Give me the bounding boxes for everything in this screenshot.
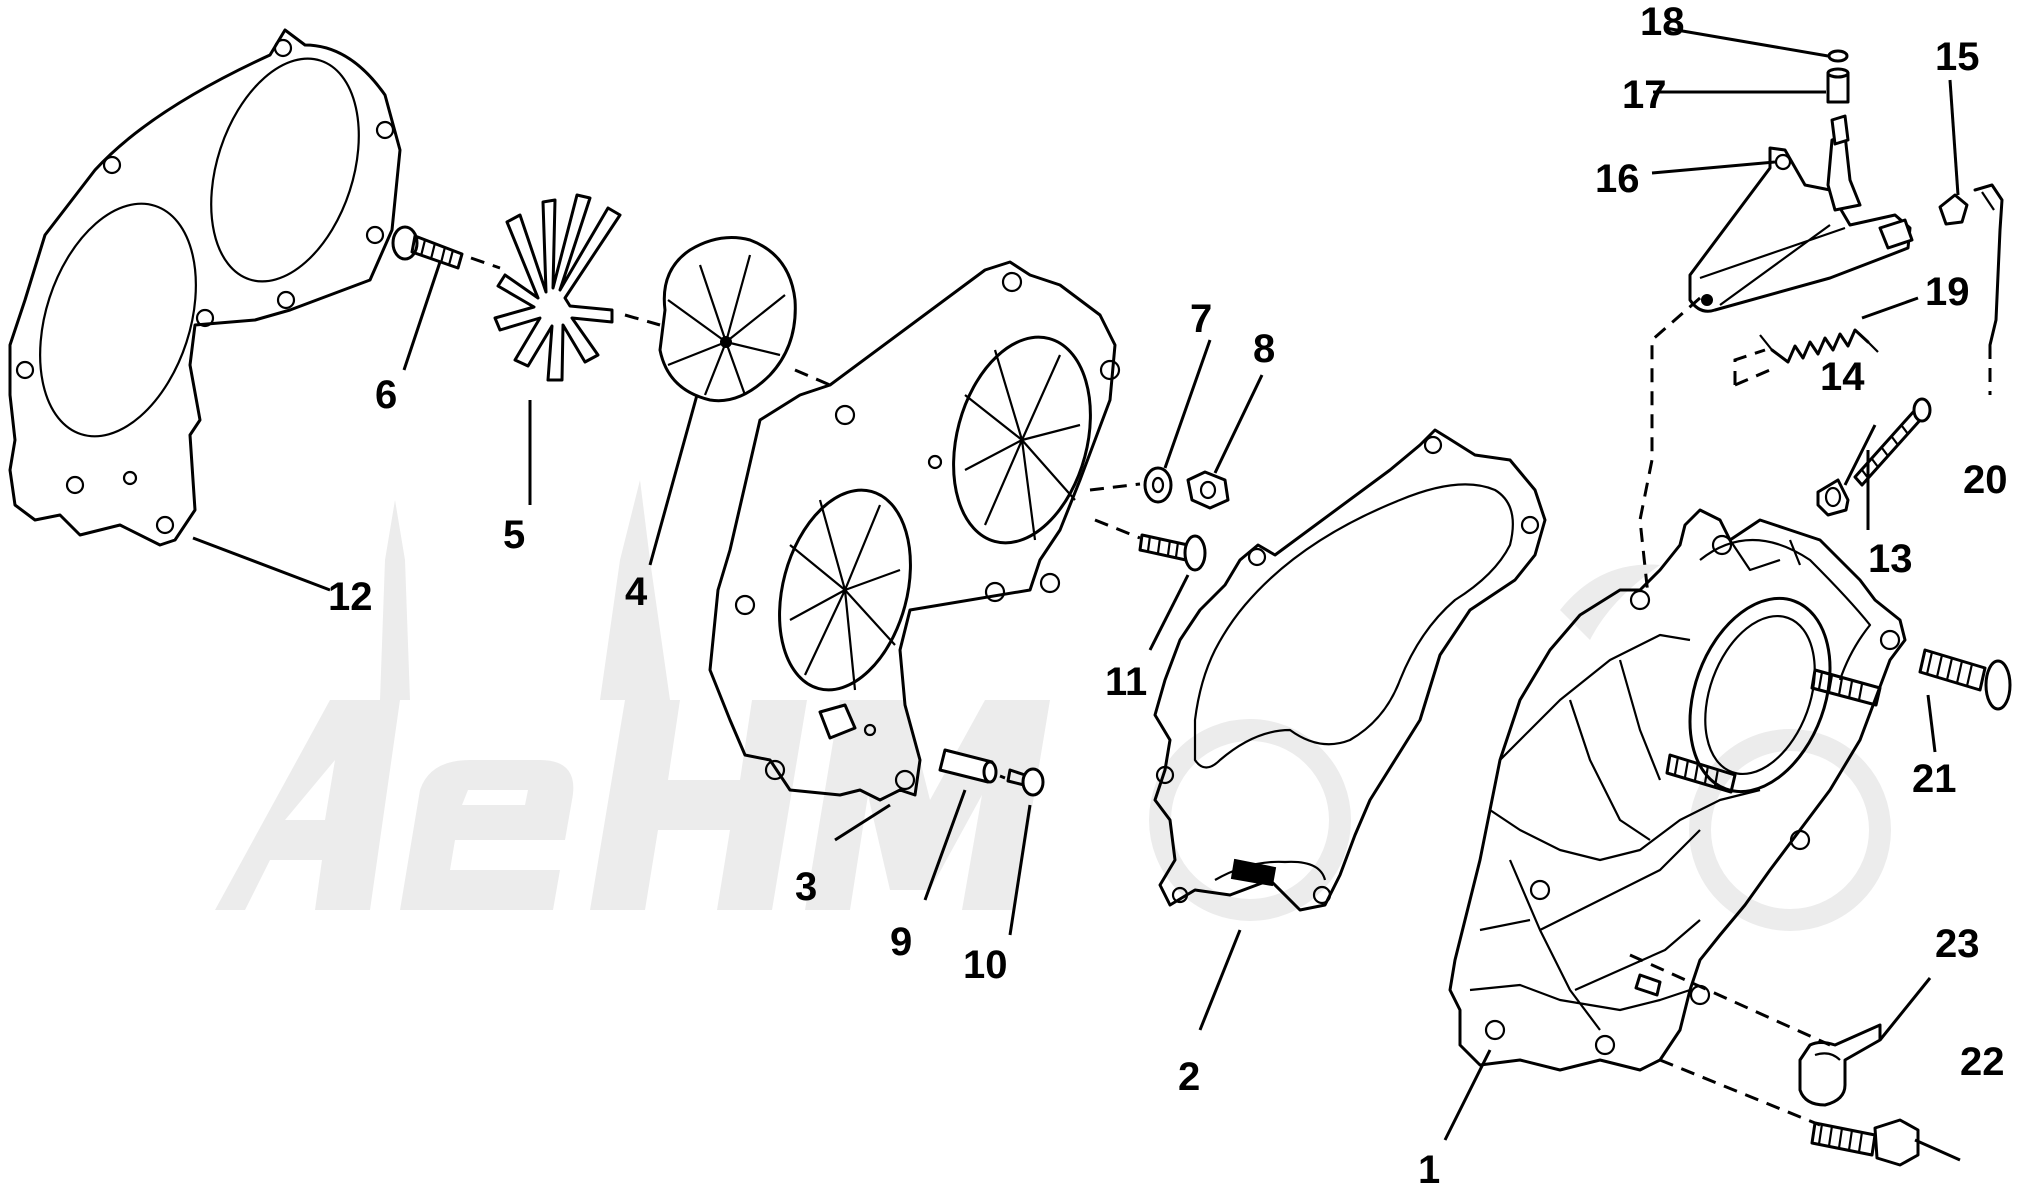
callout-16: 16 — [1595, 157, 1640, 201]
callout-14: 14 — [1820, 355, 1865, 399]
part-3-valve-plate — [708, 260, 1121, 802]
callout-15: 15 — [1935, 35, 1980, 79]
part-15-nut — [1938, 193, 1969, 226]
part-10-screw — [1006, 767, 1045, 797]
part-21-screw — [1918, 648, 2012, 711]
part-4-valve-disc — [658, 236, 797, 403]
part-16-lever-arm — [1688, 114, 1914, 313]
part-8-nut — [1186, 470, 1230, 510]
callout-7: 7 — [1190, 297, 1212, 341]
callout-3: 3 — [795, 865, 817, 909]
callout-1: 1 — [1418, 1148, 1440, 1189]
callout-20: 20 — [1963, 458, 2008, 502]
part-7-washer — [1143, 466, 1173, 504]
callout-5: 5 — [503, 513, 525, 557]
callout-23: 23 — [1935, 922, 1980, 966]
part-20-rod — [1973, 183, 2004, 347]
callout-10: 10 — [963, 943, 1008, 987]
callout-21: 21 — [1912, 757, 1957, 801]
part-2-gasket — [1153, 428, 1547, 912]
callout-labels: 12 6 5 4 3 7 8 11 9 10 2 1 18 17 16 15 1… — [328, 0, 2008, 1189]
part-17-bushing — [1826, 67, 1850, 104]
part-13-spring-pin — [1853, 397, 1932, 487]
part-1-housing — [1448, 508, 1907, 1072]
watermark-logo — [215, 480, 1891, 931]
part-18-ring — [1827, 49, 1849, 63]
part-19-spring — [1759, 328, 1879, 364]
part-12-gasket — [8, 28, 402, 547]
callout-8: 8 — [1253, 327, 1275, 371]
callout-18: 18 — [1640, 0, 1685, 44]
part-11-screw — [1138, 533, 1207, 572]
callout-9: 9 — [890, 920, 912, 964]
leader-lines — [192, 26, 1961, 1162]
part-22-bolt — [1810, 1118, 1920, 1167]
part-14-grommet — [1816, 478, 1850, 517]
callout-4: 4 — [625, 570, 648, 614]
callout-6: 6 — [375, 373, 397, 417]
callout-11: 11 — [1105, 660, 1147, 704]
part-6-screw — [391, 225, 464, 270]
callout-13: 13 — [1868, 537, 1913, 581]
callout-22: 22 — [1960, 1040, 2005, 1084]
callout-19: 19 — [1925, 270, 1970, 314]
part-9-pin — [938, 748, 998, 784]
assembly-dashed-lines — [470, 256, 1992, 1127]
part-23-clip — [1798, 1023, 1882, 1107]
callout-12: 12 — [328, 575, 373, 619]
callout-2: 2 — [1178, 1055, 1200, 1099]
part-5-star-valve — [493, 193, 622, 382]
callout-17: 17 — [1622, 73, 1667, 117]
